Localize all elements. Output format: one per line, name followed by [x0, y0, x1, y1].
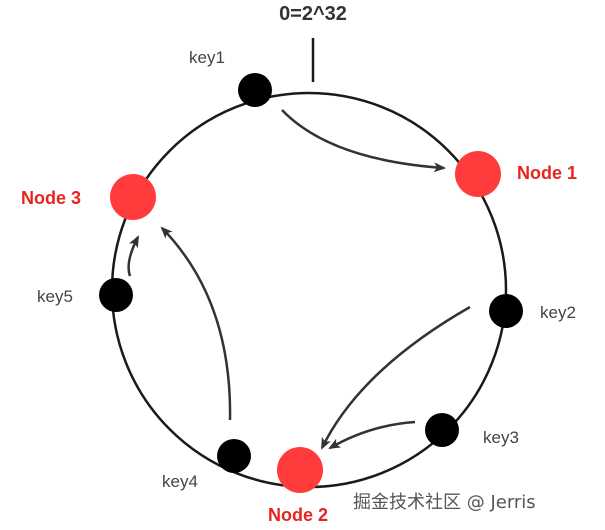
- key2-label: key2: [540, 303, 576, 322]
- key5-label: key5: [37, 287, 73, 306]
- arrow-key4-to-node3: [160, 226, 232, 421]
- arrow-key2-to-node2: [320, 305, 471, 450]
- node2-label: Node 2: [268, 505, 328, 525]
- key5-point: [99, 278, 133, 312]
- node1-point: [455, 151, 501, 197]
- key2-point: [489, 294, 523, 328]
- arrow-key1-to-node1: [281, 109, 446, 173]
- watermark-text: 掘金技术社区 @ Jerris: [353, 492, 536, 513]
- key4-label: key4: [162, 472, 198, 491]
- key3-point: [425, 413, 459, 447]
- key1-point: [238, 73, 272, 107]
- node2-point: [277, 447, 323, 493]
- node1-label: Node 1: [517, 163, 577, 183]
- node3-point: [110, 174, 156, 220]
- arrow-key3-to-node2: [328, 420, 416, 450]
- node3-label: Node 3: [21, 188, 81, 208]
- key1-label: key1: [189, 48, 225, 67]
- key4-point: [217, 439, 251, 473]
- ring-origin-label: 0=2^32: [279, 3, 347, 25]
- arrow-key5-to-node3: [127, 235, 140, 277]
- key3-label: key3: [483, 428, 519, 447]
